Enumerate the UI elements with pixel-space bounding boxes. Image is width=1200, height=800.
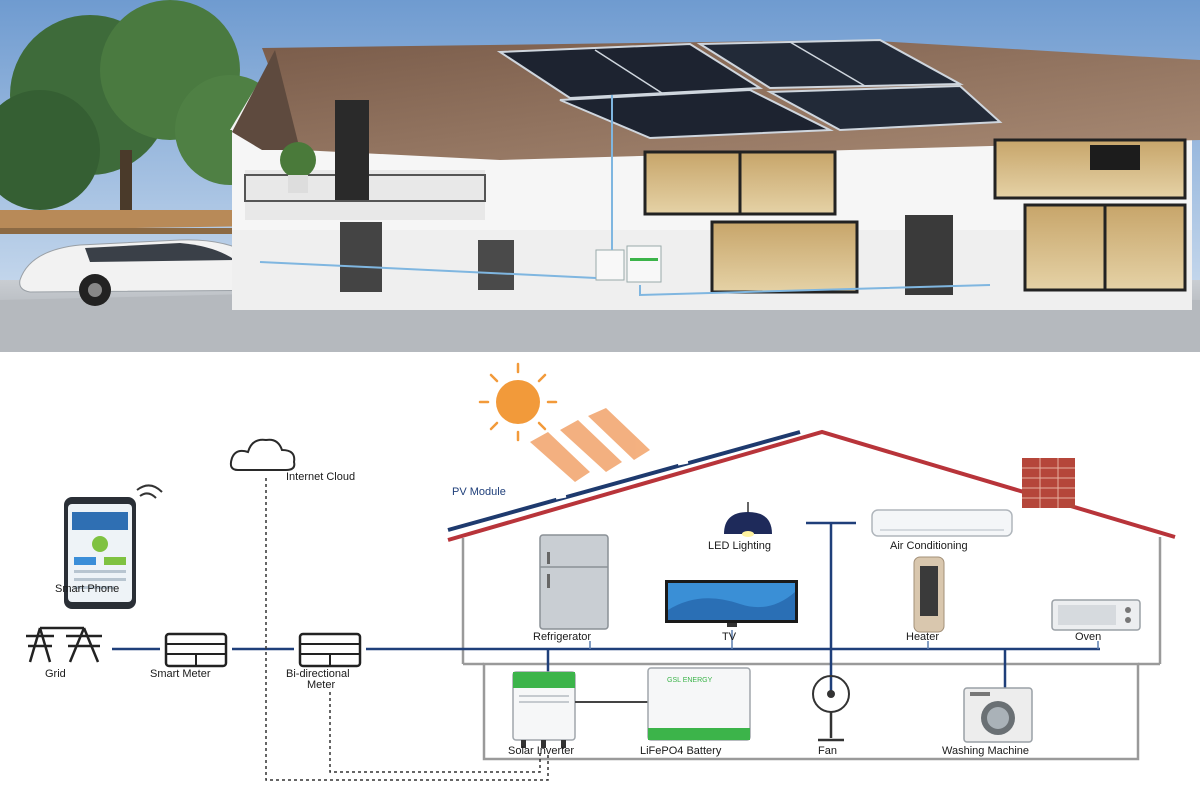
solar-system-diagram: PV Module Internet Cloud [26, 362, 1176, 781]
tv-icon [665, 580, 798, 627]
house [230, 38, 1200, 310]
air-conditioning-label: Air Conditioning [890, 540, 968, 552]
tree [0, 0, 285, 220]
smart-meter-label: Smart Meter [150, 668, 211, 680]
heater-label: Heater [906, 631, 939, 643]
pv-module [447, 430, 801, 532]
photo-battery [626, 245, 662, 283]
fan-label: Fan [818, 745, 837, 757]
bidirectional-meter-label-line1: Bi-directional [286, 668, 350, 680]
power-wiring [112, 521, 1100, 697]
house-photo-illustration [0, 0, 1200, 352]
oven-icon [1051, 599, 1141, 631]
tv-label: TV [722, 631, 737, 643]
refrigerator-label: Refrigerator [533, 631, 591, 643]
living-room-window [710, 220, 859, 294]
internet-cloud-label: Internet Cloud [286, 471, 355, 483]
sun-rays [530, 408, 650, 482]
washing-machine-icon [963, 687, 1033, 743]
pv-module-label: PV Module [452, 486, 506, 498]
basement-outline [482, 662, 1140, 761]
front-door [905, 215, 953, 295]
data-link [265, 478, 549, 781]
heater-icon [913, 556, 945, 633]
led-lighting-label: LED Lighting [708, 540, 771, 552]
lifepo4-battery-label: LiFePO4 Battery [640, 745, 722, 757]
solar-inverter-icon [512, 671, 576, 748]
washing-machine-label: Washing Machine [942, 745, 1029, 757]
battery-brand-label: GSL ENERGY [667, 677, 713, 684]
fan-icon [812, 675, 850, 742]
chimney [1022, 458, 1075, 508]
photo-inverter [595, 249, 625, 281]
solar-inverter-label: Solar Inverter [508, 745, 574, 757]
bidirectional-meter-icon [298, 632, 362, 668]
smart-phone-label: Smart Phone [55, 583, 119, 595]
connection-taps [589, 630, 1099, 649]
bidirectional-meter-label-line2: Meter [307, 679, 335, 691]
lifepo4-battery-icon: GSL ENERGY [647, 667, 751, 741]
led-lighting-icon [724, 502, 772, 537]
roof-solar-panels [496, 38, 1003, 140]
oven-label: Oven [1075, 631, 1101, 643]
smart-phone-icon [64, 484, 163, 609]
refrigerator-icon [539, 534, 609, 630]
smart-meter-icon [164, 632, 228, 668]
sun-icon [478, 362, 558, 442]
grid-tower-icon [26, 626, 102, 663]
air-conditioning-icon [871, 509, 1013, 537]
grid-label: Grid [45, 668, 66, 680]
cloud-icon [229, 438, 296, 471]
balcony-plant [280, 142, 316, 178]
